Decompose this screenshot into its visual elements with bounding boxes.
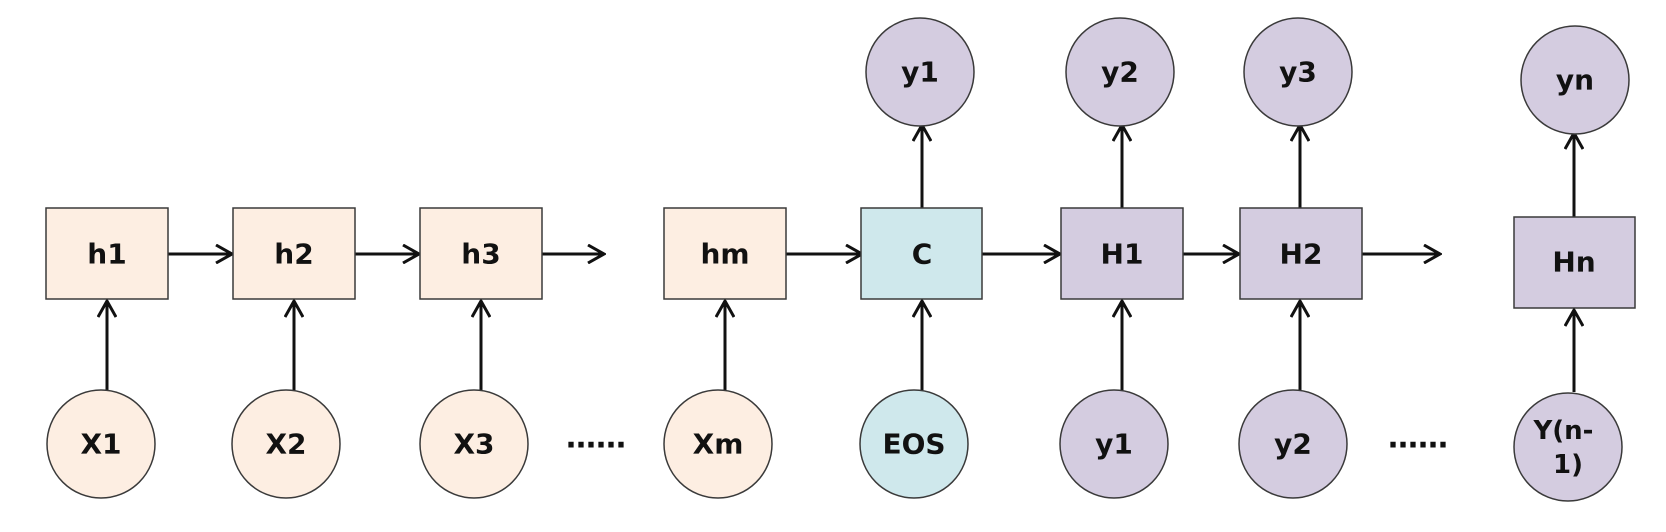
decoder-label-H2: H2 [1280,238,1323,271]
encoder-input-label-Xm: Xm [693,428,744,461]
encoder-label-h1: h1 [87,238,126,271]
encoder-label-h2: h2 [274,238,313,271]
decoder-input-label-Yn1-line2: 1) [1553,450,1583,480]
context-box [860,207,983,300]
decoder-box-Hn [1513,216,1636,309]
decoder-input-label-Yn1: Y(n- 1) [1532,416,1602,480]
decoder-input-y2 [1238,389,1348,499]
decoder-hidden-states: H1 H2 Hn [1060,207,1636,309]
decoder-input-label-y2: y2 [1274,428,1312,461]
context: C EOS y1 [859,17,983,499]
decoder-input-Yn1 [1513,392,1623,502]
decoder-box-H2 [1239,207,1363,300]
decoder-input-label-y1: y1 [1095,428,1133,461]
encoder-input-label-X2: X2 [265,428,306,461]
encoder-hidden-states: h1 h2 h3 hm [45,207,787,300]
encoder-box-h1 [45,207,169,300]
decoder-input-label-Yn1-line1: Y(n- [1532,416,1593,446]
ellipsis-encoder: …… [566,421,626,456]
encoder-input-label-X3: X3 [453,428,494,461]
encoder-inputs: X1 X2 X3 Xm [46,389,773,499]
decoder-output-y2 [1065,17,1175,127]
decoder-input-y1 [1059,389,1169,499]
decoder-outputs: y2 y3 yn [1065,17,1630,135]
context-output-y1 [865,17,975,127]
encoder-box-h2 [232,207,356,300]
context-input-EOS [859,389,969,499]
encoder-box-h3 [419,207,543,300]
context-input-label: EOS [882,428,945,461]
context-label: C [912,238,933,271]
decoder-output-label-y2: y2 [1101,56,1139,89]
decoder-box-H1 [1060,207,1184,300]
encoder-label-h3: h3 [461,238,500,271]
ellipsis-decoder: …… [1388,421,1448,456]
decoder-output-label-y3: y3 [1279,56,1317,89]
decoder-label-Hn: Hn [1552,246,1595,279]
encoder-input-X1 [46,389,156,499]
encoder-input-X2 [231,389,341,499]
decoder-output-label-yn: yn [1556,64,1594,97]
decoder-inputs: y1 y2 Y(n- 1) [1059,389,1623,502]
encoder-input-Xm [663,389,773,499]
encoder-box-hm [663,207,787,300]
decoder-label-H1: H1 [1101,238,1144,271]
arrows [107,125,1574,392]
context-output-label: y1 [901,56,939,89]
encoder-input-label-X1: X1 [80,428,121,461]
encoder-input-X3 [419,389,529,499]
decoder-output-y3 [1243,17,1353,127]
encoder-label-hm: hm [700,238,749,271]
decoder-output-yn [1520,25,1630,135]
